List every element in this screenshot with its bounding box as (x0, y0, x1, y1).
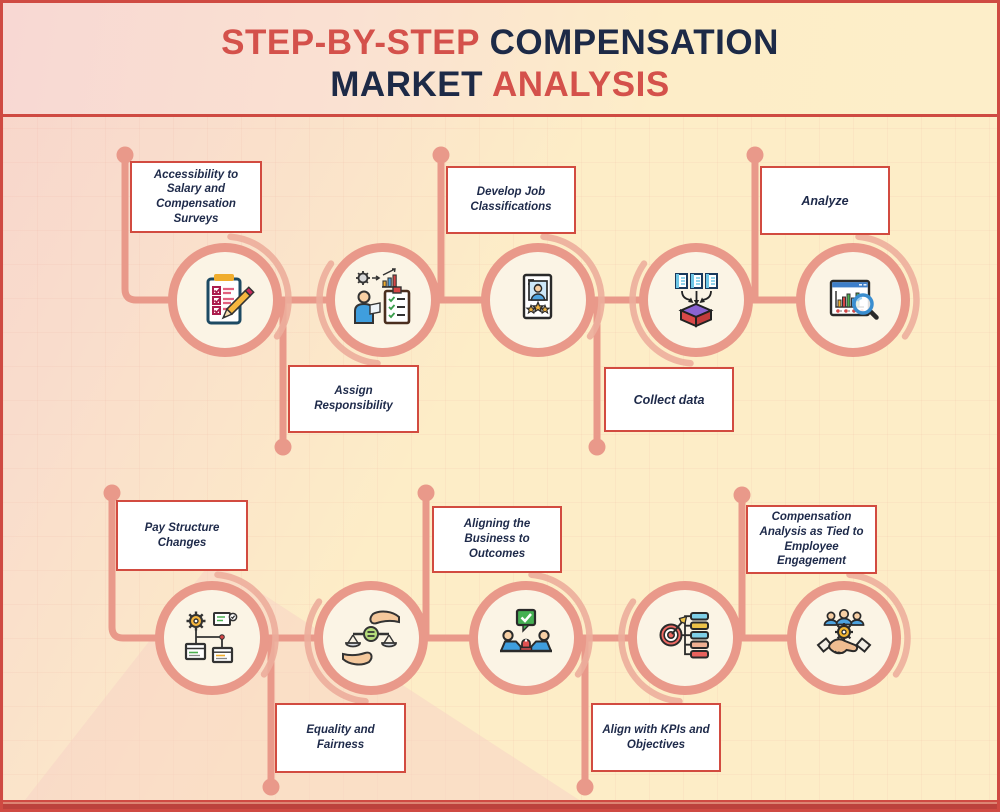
meeting-checkmark-icon (492, 604, 560, 672)
person-gear-chart-icon (349, 266, 417, 334)
step-10-label: Compensation Analysis as Tied to Employe… (759, 511, 864, 568)
step-6-circle (155, 581, 269, 695)
step-6-label-box: Pay Structure Changes (116, 500, 248, 571)
title-part-1: STEP-BY-STEP (221, 23, 480, 63)
step-7-label-box: Equality and Fairness (275, 703, 406, 773)
header: STEP-BY-STEP COMPENSATION MARKET ANALYSI… (3, 3, 997, 117)
step-6-label: Pay Structure Changes (144, 521, 220, 549)
page-title-line2: MARKET ANALYSIS (330, 64, 669, 105)
step-1-label: Accessibility to Salary and Compensation… (153, 168, 239, 225)
step-7-label: Equality and Fairness (306, 724, 375, 751)
step-4-label-box: Collect data (604, 367, 734, 432)
circle-swirl-arcs (214, 233, 920, 705)
step-9-label-box: Align with KPIs and Objectives (591, 703, 721, 772)
step-8-label: Aligning the Business to Outcomes (463, 518, 531, 560)
connector-diagram (18, 146, 920, 809)
step-2-label: Assign Responsibility (314, 385, 393, 412)
clipboard-checklist-icon (191, 266, 259, 334)
step-5-label: Analyze (801, 193, 849, 208)
team-handshake-icon (810, 604, 878, 672)
gear-flowchart-icon (178, 604, 246, 672)
title-part-4: ANALYSIS (491, 64, 670, 104)
row1-main-line (121, 151, 857, 304)
step-1-label-box: Accessibility to Salary and Compensation… (130, 161, 262, 233)
step-9-label: Align with KPIs and Objectives (602, 723, 710, 751)
step-8-circle (469, 581, 583, 695)
step-5-label-box: Analyze (760, 166, 890, 235)
step-4-label: Collect data (633, 392, 705, 407)
step-2-label-box: Assign Responsibility (288, 365, 419, 433)
title-part-3: MARKET (330, 64, 483, 104)
title-part-2: COMPENSATION (489, 23, 779, 63)
resume-stars-icon (504, 266, 572, 334)
page-title-line1: STEP-BY-STEP COMPENSATION (221, 22, 779, 63)
step-10-label-box: Compensation Analysis as Tied to Employe… (746, 505, 877, 574)
step-8-label-box: Aligning the Business to Outcomes (432, 506, 562, 573)
step-3-label-box: Develop Job Classifications (446, 166, 576, 234)
hands-balance-scale-icon (337, 604, 405, 672)
documents-into-box-icon (662, 266, 730, 334)
chart-magnifier-icon (819, 266, 887, 334)
connector-dots (103, 146, 764, 796)
step-3-label: Develop Job Classifications (470, 186, 552, 213)
step-2-circle (326, 243, 440, 357)
bottom-accent-bar (3, 800, 997, 809)
row2-main-line (108, 489, 848, 642)
target-kpi-list-icon (651, 604, 719, 672)
background-triangle (18, 561, 593, 809)
